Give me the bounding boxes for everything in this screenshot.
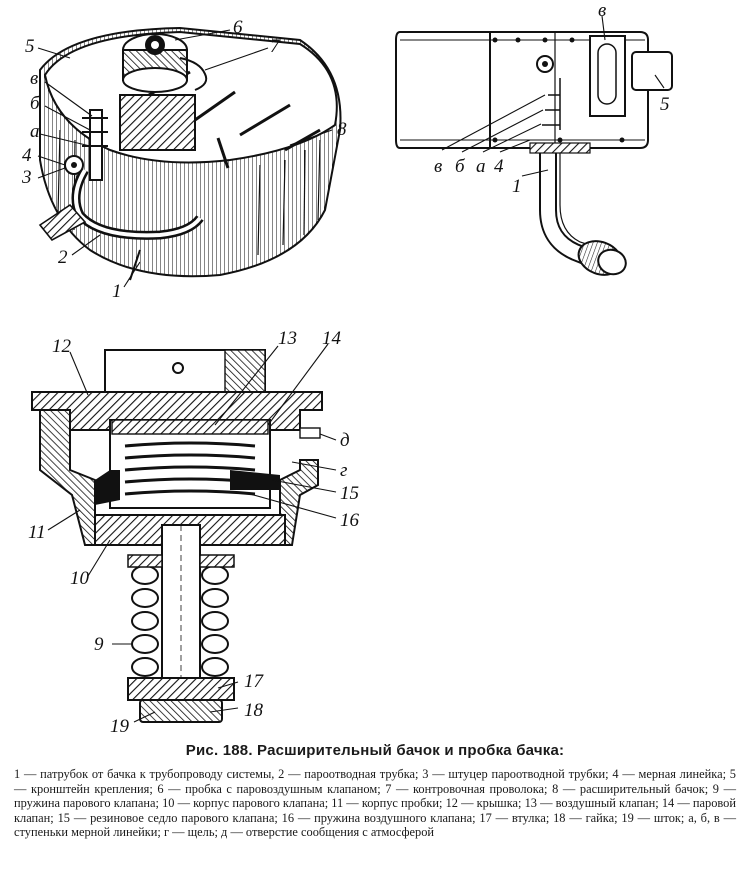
bottom-pipe bbox=[129, 249, 141, 281]
label-v: в bbox=[30, 68, 38, 89]
air-valve bbox=[111, 419, 269, 435]
measuring-rod bbox=[82, 109, 108, 181]
label-a: а bbox=[30, 121, 40, 142]
side-label-b: б bbox=[455, 156, 466, 177]
label-7: 7 bbox=[270, 36, 281, 57]
label-6: 6 bbox=[233, 17, 243, 38]
filler-plug bbox=[122, 33, 188, 93]
side-label-4: 4 bbox=[494, 156, 504, 177]
nut bbox=[139, 699, 223, 723]
side-bracket bbox=[631, 51, 673, 91]
section-label-d: д bbox=[340, 430, 350, 451]
side-label-5: 5 bbox=[660, 94, 670, 115]
view-b-leaders bbox=[441, 15, 665, 177]
label-b: б bbox=[30, 93, 41, 114]
label-4: 4 bbox=[22, 145, 32, 166]
filler-neck bbox=[119, 94, 196, 151]
section-label-17: 17 bbox=[244, 671, 265, 692]
side-rod bbox=[542, 78, 561, 130]
section-label-9: 9 bbox=[94, 634, 104, 655]
section-label-13: 13 bbox=[278, 328, 297, 349]
steam-valve-spring bbox=[127, 554, 235, 677]
outlet-spigot bbox=[38, 203, 87, 242]
rubber-seat bbox=[230, 470, 280, 490]
section-label-16: 16 bbox=[340, 510, 360, 531]
section-label-12: 12 bbox=[52, 336, 72, 357]
section-label-14: 14 bbox=[322, 328, 342, 349]
section-label-11: 11 bbox=[28, 522, 46, 543]
side-label-1: 1 bbox=[512, 176, 522, 197]
view-a-leaders bbox=[37, 29, 333, 288]
bushing bbox=[127, 677, 235, 701]
label-3: 3 bbox=[21, 167, 32, 188]
section-label-18: 18 bbox=[244, 700, 264, 721]
figure-caption: Рис. 188. Расширительный бачок и пробка … bbox=[14, 742, 736, 840]
section-label-g: г bbox=[340, 460, 347, 481]
locking-wire bbox=[179, 57, 208, 91]
label-2: 2 bbox=[58, 247, 68, 268]
label-5: 5 bbox=[25, 36, 35, 57]
section-label-10: 10 bbox=[70, 568, 90, 589]
vapor-fitting bbox=[64, 155, 84, 175]
section-label-15: 15 bbox=[340, 483, 359, 504]
side-body bbox=[395, 31, 649, 149]
figure-title: Рис. 188. Расширительный бачок и пробка … bbox=[185, 742, 565, 759]
tank-side-view: в 5 в б а 4 1 bbox=[395, 0, 673, 276]
section-label-19: 19 bbox=[110, 716, 130, 737]
plug-section-view: 12 13 14 д г 15 16 11 10 9 17 19 18 bbox=[28, 328, 360, 737]
side-label-v-top: в bbox=[598, 0, 606, 21]
figure-legend: 1 — патрубок от бачка к трубопроводу сис… bbox=[14, 767, 736, 840]
side-label-a: а bbox=[476, 156, 486, 177]
label-8: 8 bbox=[337, 119, 347, 140]
tank-perspective-view: 6 7 5 в б а 4 3 8 2 1 bbox=[21, 17, 347, 302]
side-label-v: в bbox=[434, 156, 442, 177]
label-1: 1 bbox=[112, 281, 122, 302]
view-c-leaders bbox=[47, 343, 337, 723]
